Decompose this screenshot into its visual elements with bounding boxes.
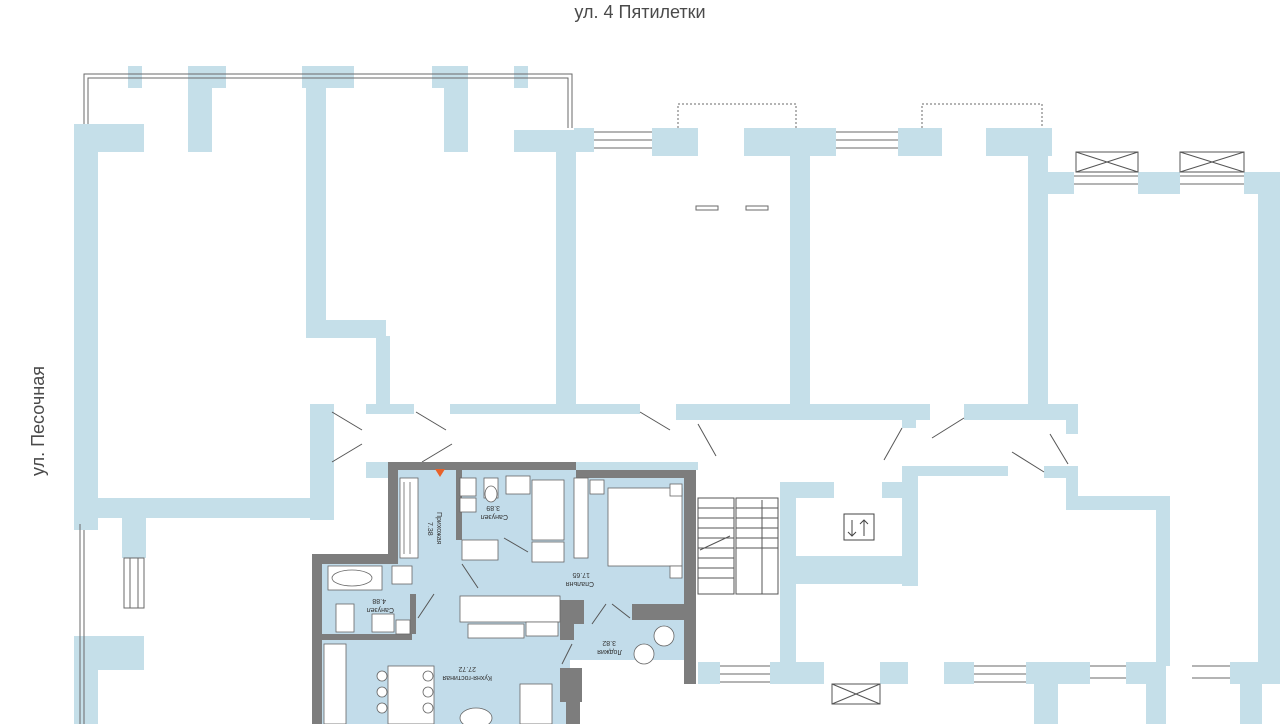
room-bath-large: Санузел 4.88	[367, 597, 394, 613]
room-hallway-name: Прихожая	[435, 512, 442, 545]
room-bath-large-area: 4.88	[372, 597, 386, 604]
apartment-furniture	[323, 475, 683, 724]
room-kitchen-living-name: Кухня-гостиная	[442, 674, 492, 681]
room-loggia-name: Лоджия	[597, 648, 622, 655]
facade-lines	[79, 73, 1244, 724]
room-loggia-area: 3.82	[602, 639, 616, 646]
room-bedroom-area: 17.65	[572, 571, 590, 578]
room-kitchen-living-area: 27.72	[458, 665, 476, 672]
door-swings	[331, 411, 1069, 473]
building-walls	[74, 66, 1280, 724]
room-bedroom: Спальня 17.65	[566, 571, 594, 587]
entrance-marker	[435, 469, 445, 477]
room-bath-large-name: Санузел	[367, 606, 394, 613]
room-kitchen-living: Кухня-гостиная 27.72	[442, 665, 492, 681]
street-label-top: ул. 4 Пятилетки	[574, 2, 706, 22]
room-loggia: Лоджия 3.82	[597, 639, 622, 655]
room-bath-small-area: 3.89	[486, 504, 500, 511]
apartment-walls	[312, 462, 696, 724]
apartment-inner-doors	[417, 537, 631, 665]
room-hallway: Прихожая 7.38	[426, 512, 442, 545]
room-bath-small: Санузел 3.89	[481, 504, 508, 520]
room-bath-small-name: Санузел	[481, 513, 508, 520]
ventilation-cross-icon	[831, 151, 1245, 705]
room-bedroom-name: Спальня	[566, 580, 594, 587]
room-hallway-area: 7.38	[426, 522, 433, 536]
staircase	[697, 497, 779, 595]
elevator-up-down-icon	[843, 513, 875, 541]
